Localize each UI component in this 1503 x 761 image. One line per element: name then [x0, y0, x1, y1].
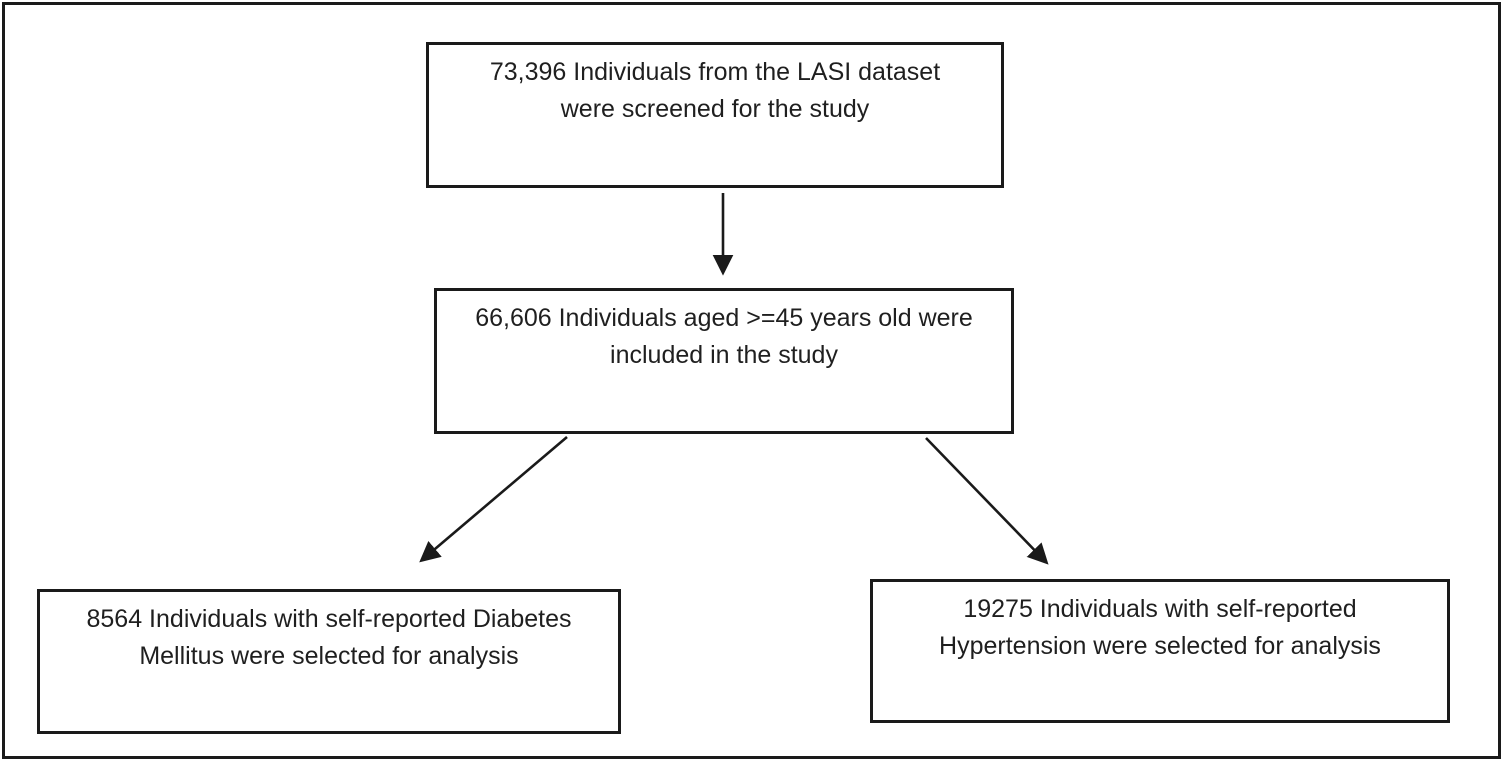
node-screened-line-1: 73,396 Individuals from the LASI dataset [489, 58, 941, 86]
arrow-included-to-diabetes [419, 436, 568, 563]
node-diabetes-line-1: 8564 Individuals with self-reported Diab… [86, 605, 572, 633]
node-diabetes: 8564 Individuals with self-reported Diab… [37, 589, 621, 734]
node-diabetes-line-2: Mellitus were selected for analysis [139, 642, 519, 670]
arrow-included-to-hypertension [925, 437, 1049, 565]
node-included: 66,606 Individuals aged >=45 years old w… [434, 288, 1014, 434]
node-hypertension-line-2: Hypertension were selected for analysis [939, 632, 1381, 660]
node-included-line-2: included in the study [610, 341, 838, 369]
node-included-line-1: 66,606 Individuals aged >=45 years old w… [475, 304, 973, 332]
node-hypertension: 19275 Individuals with self-reported Hyp… [870, 579, 1450, 723]
node-screened-line-2: were screened for the study [560, 95, 870, 123]
node-hypertension-line-1: 19275 Individuals with self-reported [963, 595, 1357, 623]
node-screened: 73,396 Individuals from the LASI dataset… [426, 42, 1004, 188]
